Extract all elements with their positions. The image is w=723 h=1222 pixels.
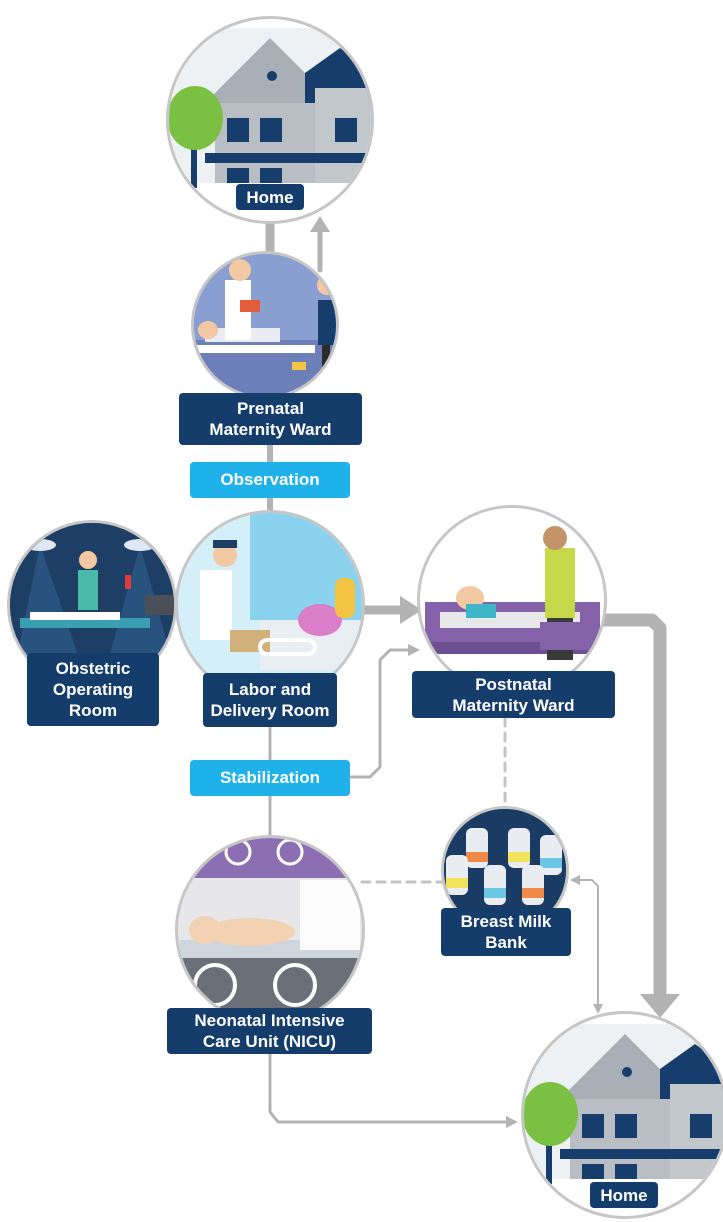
- edge-nicu-home: [268, 1051, 510, 1124]
- arrowhead-milk-to-home: [593, 1004, 603, 1014]
- home-bottom-label: Home: [590, 1182, 658, 1208]
- arrowhead-to-milk-bank: [570, 875, 580, 885]
- edge-stabilization-postnatal: [348, 648, 412, 779]
- prenatal-label: Prenatal Maternity Ward: [179, 393, 362, 445]
- node-home-top: [166, 16, 374, 224]
- arrowhead-stabilization-postnatal: [408, 644, 420, 656]
- arrowhead-to-postnatal: [400, 596, 422, 624]
- stabilization-label: Stabilization: [190, 760, 350, 796]
- observation-label: Observation: [190, 462, 350, 498]
- labor-delivery-label: Labor and Delivery Room: [203, 673, 337, 727]
- node-home-bottom: [521, 1011, 723, 1219]
- node-labor-delivery: [175, 510, 365, 700]
- arrowhead-nicu-home: [506, 1116, 518, 1128]
- home-top-label: Home: [236, 184, 304, 210]
- node-nicu: [175, 835, 365, 1025]
- edge-postnatal-home: [597, 613, 667, 1005]
- arrowhead-postnatal-home: [640, 994, 680, 1018]
- postnatal-label: Postnatal Maternity Ward: [412, 671, 615, 718]
- node-prenatal: [191, 251, 339, 399]
- operating-room-label: Obstetric Operating Room: [27, 653, 159, 726]
- node-postnatal: [417, 505, 607, 695]
- arrowhead-to-home: [310, 216, 330, 232]
- nicu-label: Neonatal Intensive Care Unit (NICU): [167, 1008, 372, 1054]
- breast-milk-bank-label: Breast Milk Bank: [441, 908, 571, 956]
- edge-milk-bank-home: [577, 879, 599, 1007]
